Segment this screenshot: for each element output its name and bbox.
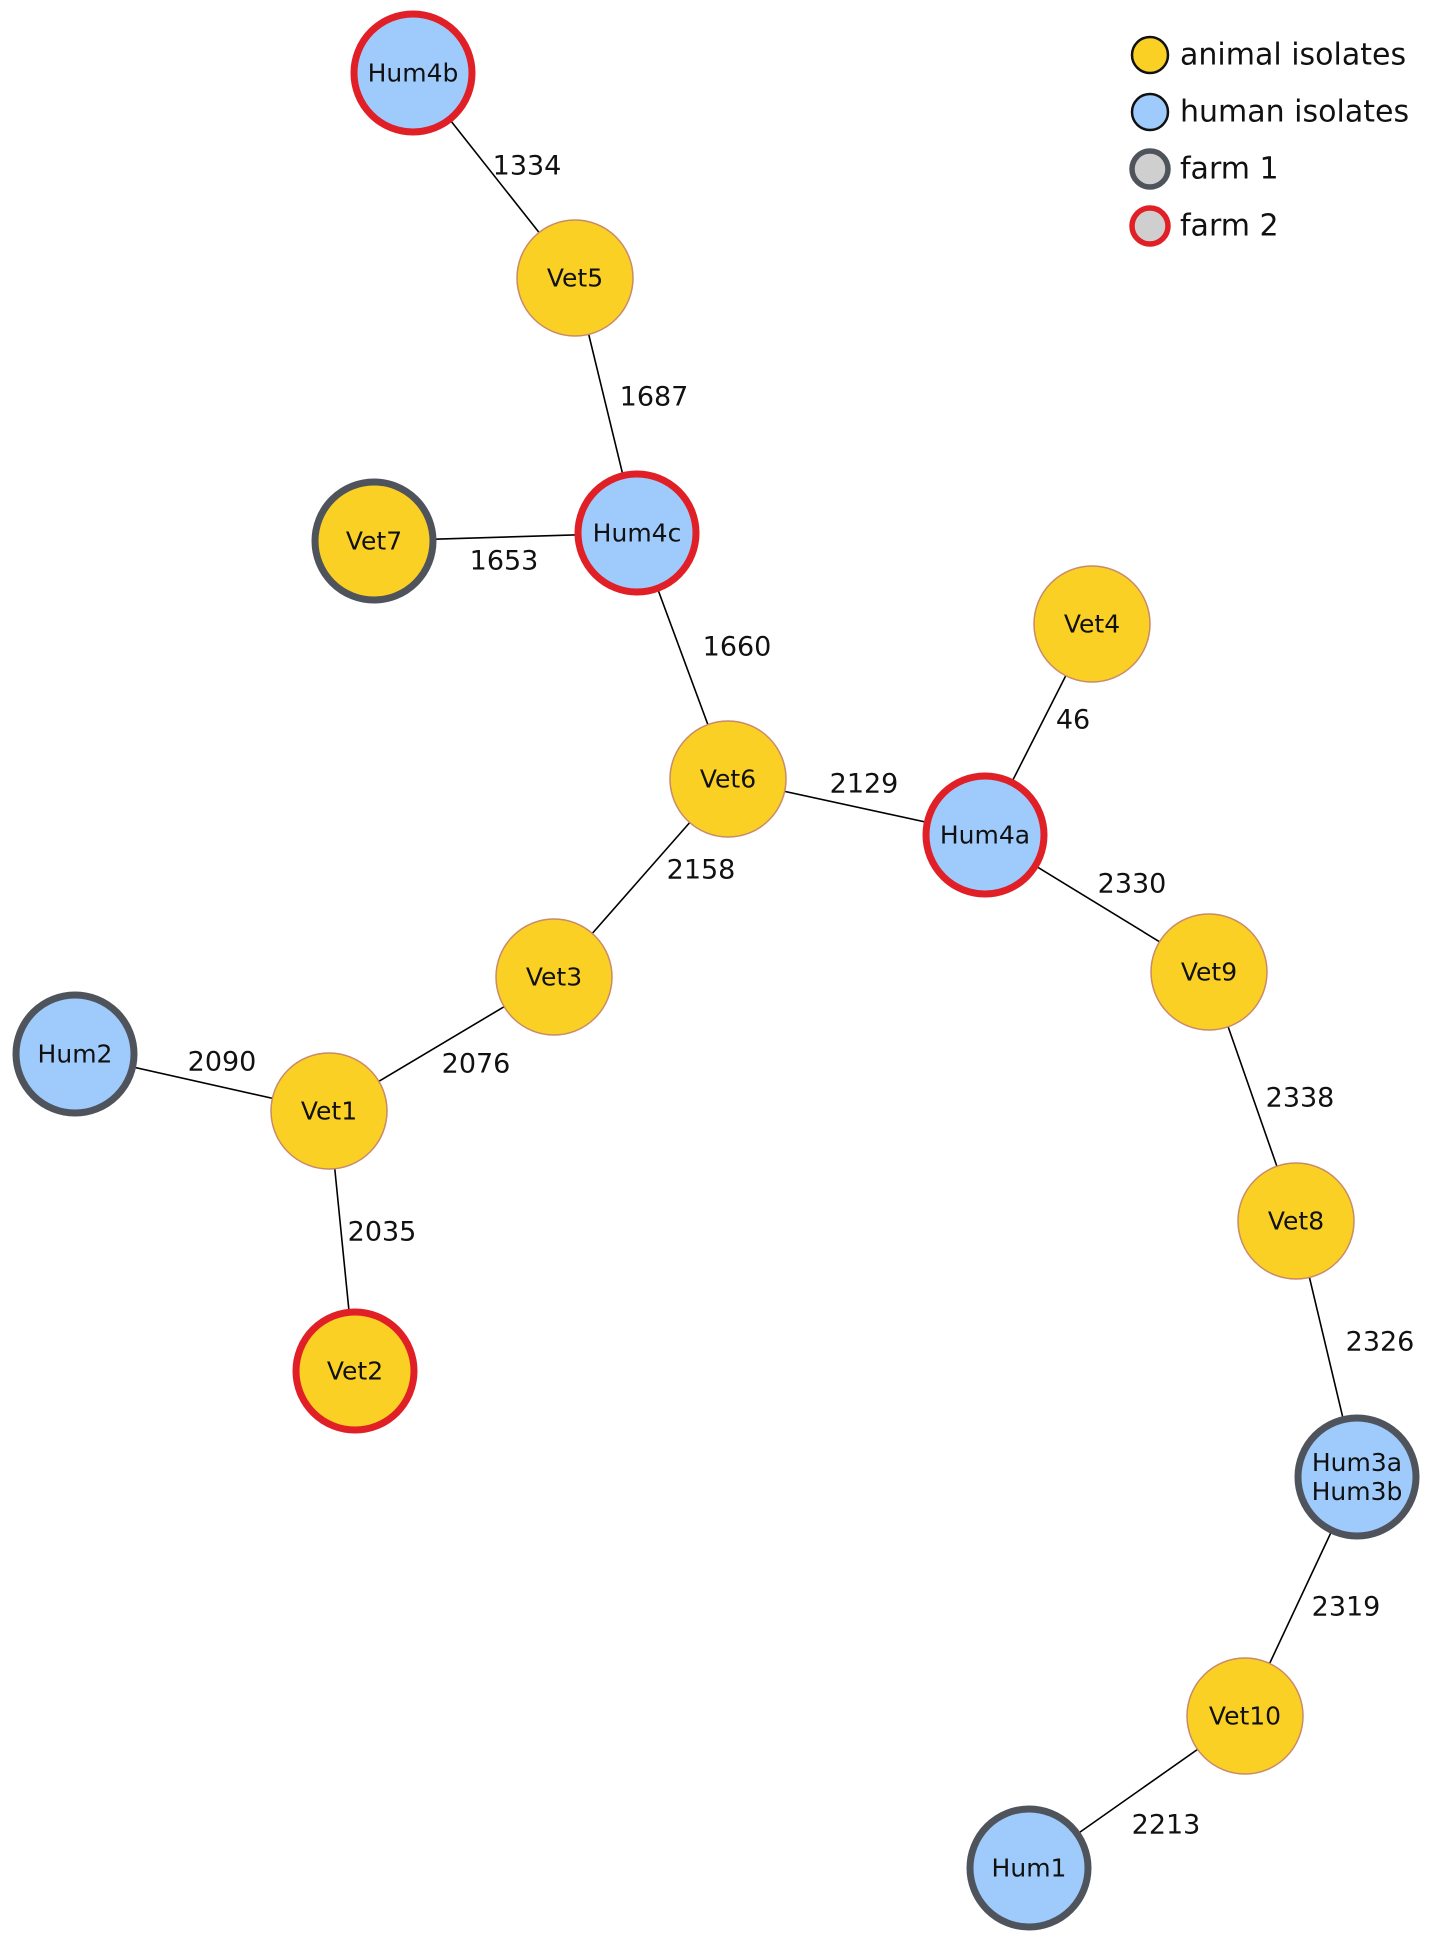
node-label: Hum1 bbox=[992, 1854, 1067, 1883]
node-vet10[interactable]: Vet10 bbox=[1186, 1657, 1304, 1775]
node-circle-vet5 bbox=[516, 219, 634, 337]
edge-label-vet1-vet2: 2035 bbox=[348, 1217, 417, 1248]
legend-swatch-farm-1 bbox=[1129, 148, 1171, 190]
node-label: Vet10 bbox=[1209, 1702, 1281, 1731]
edge-label-vet5-hum4c: 1687 bbox=[620, 382, 689, 413]
node-circle-hum1 bbox=[966, 1805, 1092, 1931]
node-label: Vet7 bbox=[346, 527, 402, 556]
legend: animal isolates human isolates farm 1 farm … bbox=[1129, 35, 1409, 247]
edge-labels-layer: 1334 1687 1653 1660 46 2129 2158 2330 2076 2090 20… bbox=[188, 151, 1415, 1841]
node-label: Hum2 bbox=[38, 1040, 113, 1069]
edge-label-hum4b-vet5: 1334 bbox=[493, 151, 562, 182]
node-vet1[interactable]: Vet1 bbox=[270, 1052, 388, 1170]
node-label: Vet5 bbox=[547, 264, 603, 293]
node-circle-hum4c bbox=[574, 470, 700, 596]
legend-item-farm-1: farm 1 bbox=[1129, 148, 1279, 190]
legend-swatch-human-isolates bbox=[1130, 92, 1170, 132]
edge-label-vet10-hum1: 2213 bbox=[1132, 1810, 1201, 1841]
node-label: Vet9 bbox=[1181, 958, 1237, 987]
node-label: Hum4a bbox=[940, 821, 1030, 850]
node-vet5[interactable]: Vet5 bbox=[516, 219, 634, 337]
node-vet9[interactable]: Vet9 bbox=[1150, 913, 1268, 1031]
legend-item-animal-isolates: animal isolates bbox=[1130, 35, 1406, 75]
legend-item-farm-2: farm 2 bbox=[1129, 205, 1279, 247]
node-circle-vet7 bbox=[311, 478, 437, 604]
node-label: Hum3b bbox=[1312, 1477, 1403, 1506]
node-hum4a[interactable]: Hum4a bbox=[922, 772, 1048, 898]
node-circle-hum4a bbox=[922, 772, 1048, 898]
node-circle-hum4b bbox=[350, 10, 476, 136]
node-label: Vet3 bbox=[526, 963, 582, 992]
node-vet2[interactable]: Vet2 bbox=[292, 1308, 418, 1434]
legend-label: animal isolates bbox=[1180, 38, 1406, 73]
legend-label: human isolates bbox=[1180, 95, 1409, 130]
edge-label-vet6-vet3: 2158 bbox=[667, 855, 736, 886]
node-vet7[interactable]: Vet7 bbox=[311, 478, 437, 604]
legend-label: farm 2 bbox=[1180, 209, 1279, 244]
edge-label-vet6-hum4a: 2129 bbox=[830, 769, 899, 800]
node-label: Vet1 bbox=[301, 1097, 357, 1126]
edge-label-hum2-vet1: 2090 bbox=[188, 1047, 257, 1078]
node-vet4[interactable]: Vet4 bbox=[1033, 565, 1151, 683]
node-label: Hum4c bbox=[593, 519, 682, 548]
node-circle-vet9 bbox=[1150, 913, 1268, 1031]
node-hum1[interactable]: Hum1 bbox=[966, 1805, 1092, 1931]
edge-label-hum3-vet10: 2319 bbox=[1312, 1592, 1381, 1623]
edge-label-vet9-vet8: 2338 bbox=[1266, 1083, 1335, 1114]
edge-label-vet8-hum3: 2326 bbox=[1346, 1327, 1415, 1358]
legend-label: farm 1 bbox=[1180, 152, 1279, 187]
node-circle-vet1 bbox=[270, 1052, 388, 1170]
node-label: Vet6 bbox=[700, 765, 756, 794]
node-label: Hum4b bbox=[368, 59, 459, 88]
node-circle-vet6 bbox=[669, 720, 787, 838]
node-circle-hum3 bbox=[1294, 1414, 1420, 1540]
edge-label-hum4a-vet9: 2330 bbox=[1098, 869, 1167, 900]
node-circle-vet3 bbox=[495, 918, 613, 1036]
edge-label-hum4c-vet6: 1660 bbox=[703, 632, 772, 663]
edge-label-vet3-vet1: 2076 bbox=[442, 1049, 511, 1080]
legend-swatch-farm-2 bbox=[1129, 205, 1171, 247]
node-hum4b[interactable]: Hum4b bbox=[350, 10, 476, 136]
node-vet6[interactable]: Vet6 bbox=[669, 720, 787, 838]
node-circle-vet2 bbox=[292, 1308, 418, 1434]
node-label: Vet2 bbox=[327, 1357, 383, 1386]
node-label: Vet4 bbox=[1064, 610, 1120, 639]
node-circle-vet10 bbox=[1186, 1657, 1304, 1775]
node-vet3[interactable]: Vet3 bbox=[495, 918, 613, 1036]
legend-swatch-animal-isolates bbox=[1130, 35, 1170, 75]
legend-item-human-isolates: human isolates bbox=[1130, 92, 1409, 132]
node-label: Vet8 bbox=[1268, 1207, 1324, 1236]
edge-label-vet4-hum4a: 46 bbox=[1056, 705, 1090, 736]
node-label: Hum3a bbox=[1312, 1448, 1402, 1477]
node-circle-hum2 bbox=[12, 991, 138, 1117]
edge-label-vet7-hum4c: 1653 bbox=[470, 546, 539, 577]
node-hum2[interactable]: Hum2 bbox=[12, 991, 138, 1117]
node-circle-vet8 bbox=[1237, 1162, 1355, 1280]
node-circle-vet4 bbox=[1033, 565, 1151, 683]
node-vet8[interactable]: Vet8 bbox=[1237, 1162, 1355, 1280]
node-hum4c[interactable]: Hum4c bbox=[574, 470, 700, 596]
